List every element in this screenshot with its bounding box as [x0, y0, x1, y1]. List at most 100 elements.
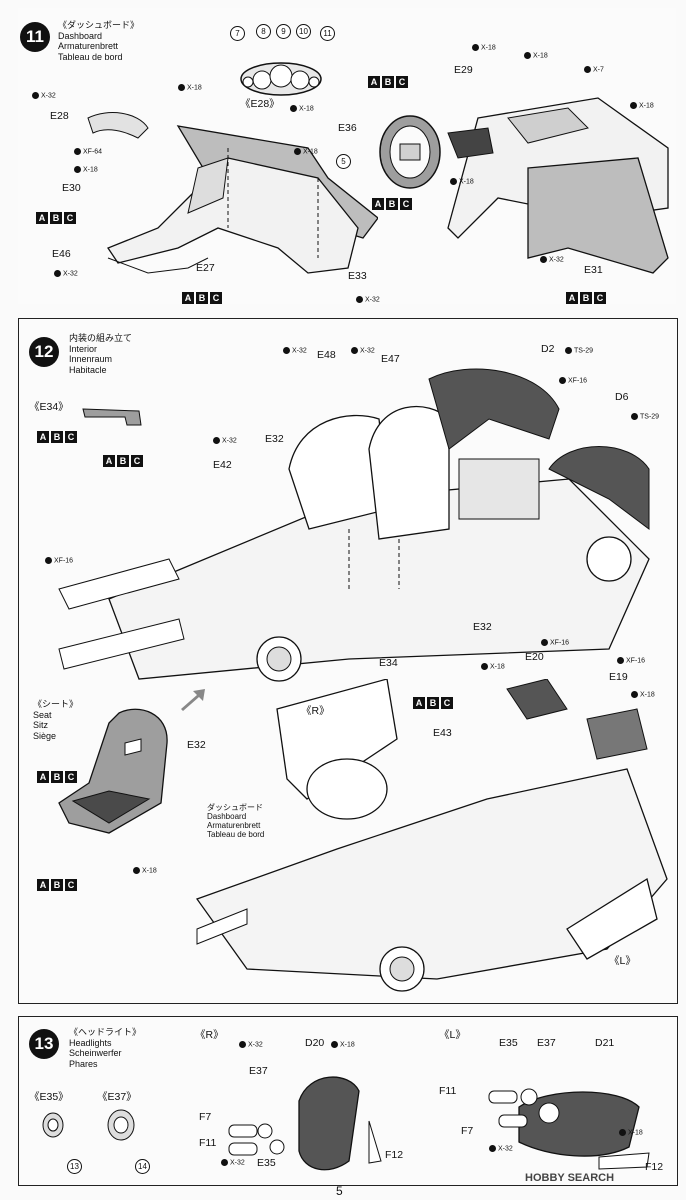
- paint-code: X-18: [631, 691, 655, 698]
- part-label: E31: [584, 264, 603, 276]
- part-label: E48: [317, 349, 336, 361]
- paint-code: X-32: [213, 437, 237, 444]
- dashboard-assembly-left: [87, 112, 378, 274]
- part-label: E19: [609, 671, 628, 683]
- part-label: D21: [595, 1037, 615, 1049]
- seat-drawing: [58, 708, 168, 834]
- sub-label: 《E28》: [240, 98, 280, 110]
- paint-code: X-32: [283, 347, 307, 354]
- paint-code: X-18: [450, 178, 474, 185]
- e34-part-drawing: [82, 408, 142, 426]
- paint-code: X-32: [239, 1041, 263, 1048]
- paint-code: XF-64: [74, 148, 102, 155]
- part-label: E34: [379, 657, 398, 669]
- part-label: F11: [199, 1137, 217, 1149]
- chassis-upper-drawing: [58, 368, 650, 682]
- part-label: E35: [257, 1157, 276, 1169]
- paint-code: X-32: [351, 347, 375, 354]
- part-label: E27: [196, 262, 215, 274]
- part-label: E37: [537, 1037, 556, 1049]
- step-number: 12: [29, 337, 59, 367]
- part-label: E42: [213, 459, 232, 471]
- part-label: E30: [62, 182, 81, 194]
- step-number: 11: [20, 22, 50, 52]
- headlight-right-drawing: [228, 1076, 382, 1171]
- gauge-cluster-drawing: [240, 62, 322, 96]
- paint-code: X-18: [133, 867, 157, 874]
- headlight-left-drawing: [488, 1088, 650, 1170]
- paint-code: X-18: [619, 1129, 643, 1136]
- part-label: E47: [381, 353, 400, 365]
- l-label: 《L》: [609, 955, 636, 967]
- paint-code: X-32: [489, 1145, 513, 1152]
- decal-marker: 10: [296, 24, 311, 39]
- part-label: E37: [249, 1065, 268, 1077]
- paint-code: X-18: [331, 1041, 355, 1048]
- paint-code: XF-16: [45, 557, 73, 564]
- part-label: F12: [385, 1149, 404, 1161]
- decal-marker: 8: [256, 24, 271, 39]
- decal-marker: 13: [67, 1159, 82, 1174]
- paint-code: X-32: [356, 296, 380, 303]
- part-label: E33: [348, 270, 367, 282]
- paint-code: X-18: [74, 166, 98, 173]
- paint-code: X-32: [32, 92, 56, 99]
- part-label: D6: [615, 391, 629, 403]
- decal-marker: 14: [135, 1159, 150, 1174]
- paint-code: X-32: [540, 256, 564, 263]
- page-number: 5: [336, 1184, 343, 1198]
- dashboard-assembly-right: [447, 97, 669, 274]
- watermark: HOBBY SEARCH: [525, 1172, 615, 1184]
- paint-code: X-18: [481, 663, 505, 670]
- paint-code: XF-16: [617, 657, 645, 664]
- sub-label: 《E35》: [29, 1091, 69, 1103]
- paint-code: XF-16: [559, 377, 587, 384]
- part-label: D2: [541, 343, 555, 355]
- part-label: F12: [645, 1161, 664, 1173]
- chassis-lower-drawing: [195, 679, 668, 992]
- part-label: E32: [473, 621, 492, 633]
- part-label: E43: [433, 727, 452, 739]
- part-label: E36: [338, 122, 357, 134]
- decal-marker: 7: [230, 26, 245, 41]
- part-label: E35: [499, 1037, 518, 1049]
- paint-code: X-7: [584, 66, 604, 73]
- paint-code: TS-29: [565, 347, 593, 354]
- part-label: E28: [50, 110, 69, 122]
- part-label: E20: [525, 651, 544, 663]
- part-label: F7: [199, 1111, 212, 1123]
- sub-label: 《E34》: [29, 401, 69, 413]
- paint-code: XF-16: [541, 639, 569, 646]
- paint-code: X-18: [524, 52, 548, 59]
- direction-arrow-icon: [181, 689, 205, 711]
- decal-marker: 5: [336, 154, 351, 169]
- steering-wheel-drawing: [379, 115, 441, 189]
- part-label: D20: [305, 1037, 325, 1049]
- step-number: 13: [29, 1029, 59, 1059]
- paint-code: X-18: [294, 148, 318, 155]
- paint-code: TS-29: [631, 413, 659, 420]
- part-label: E46: [52, 248, 71, 260]
- part-label: F7: [461, 1125, 474, 1137]
- paint-code: X-18: [630, 102, 654, 109]
- l-label: 《L》: [439, 1029, 466, 1041]
- r-label: 《R》: [301, 705, 330, 717]
- paint-code: X-32: [54, 270, 78, 277]
